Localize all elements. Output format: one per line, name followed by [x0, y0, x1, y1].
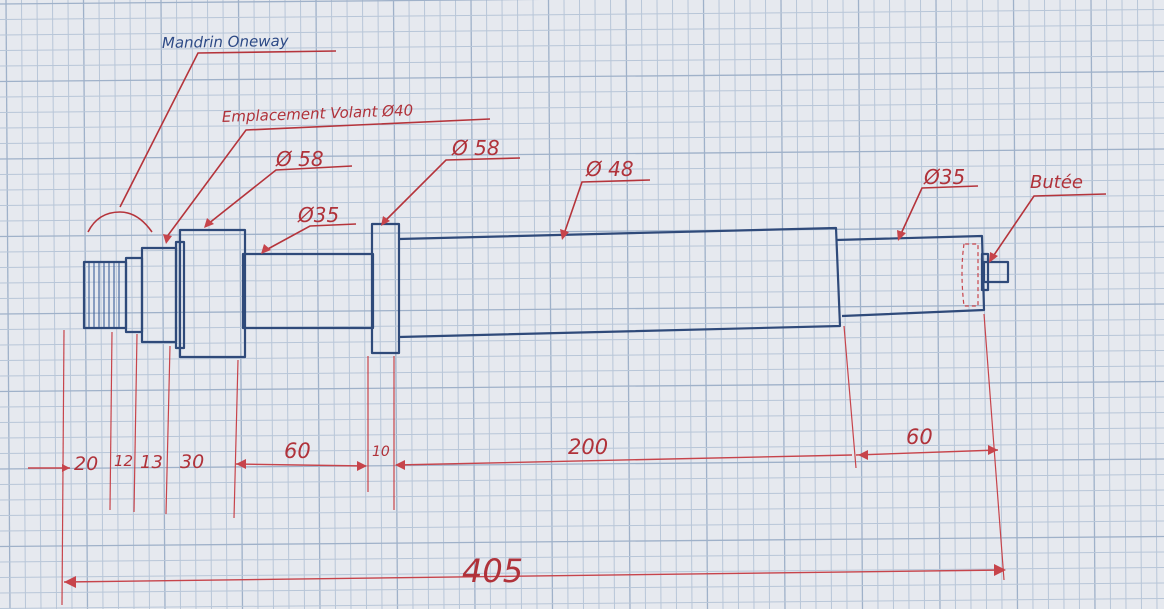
leaders: [119, 50, 1107, 263]
shaft-outline: [82, 222, 1010, 359]
label-diameter-35-left: Ø35: [297, 203, 339, 227]
dim-30: 30: [180, 451, 204, 473]
hidden-bearing: [961, 243, 979, 307]
dim-200: 200: [568, 435, 608, 459]
dim-20: 20: [74, 453, 98, 475]
label-butee: Butée: [1030, 172, 1083, 193]
label-emplacement: Emplacement Volant Ø40: [222, 101, 414, 126]
section-48: [398, 226, 842, 339]
label-diameter-58-mid: Ø 58: [451, 136, 500, 160]
label-diameter-35-right: Ø35: [923, 165, 965, 189]
leader-58-left: [207, 165, 353, 225]
leader-mandrin: [119, 50, 337, 208]
collar-58-mid: [370, 222, 401, 355]
stop-shoulder: [980, 252, 990, 292]
threaded-end: [82, 260, 128, 330]
thread-marks: [88, 263, 120, 327]
label-diameter-48: Ø 48: [585, 157, 634, 181]
leader-48: [563, 179, 651, 235]
collar-58-left: [178, 228, 247, 359]
label-mandrin: Mandrin Oneway: [162, 32, 290, 52]
dim-12: 12: [114, 452, 133, 470]
label-diameter-58-left: Ø 58: [275, 147, 324, 171]
dim-10: 10: [372, 444, 390, 460]
dimension-lines: [28, 445, 1006, 588]
leader-35-right: [899, 185, 979, 237]
dim-13: 13: [140, 452, 163, 473]
stop-pin: [982, 260, 1010, 284]
dim-60-left: 60: [284, 439, 311, 463]
leader-butee: [991, 193, 1107, 259]
dim-405-total: 405: [462, 552, 523, 590]
leader-emplacement: [165, 118, 491, 239]
step-12: [124, 256, 144, 334]
leader-35-left: [265, 223, 357, 251]
chuck-brace: [87, 211, 153, 233]
leader-58-mid: [383, 157, 521, 223]
dim-60-right: 60: [906, 425, 933, 449]
